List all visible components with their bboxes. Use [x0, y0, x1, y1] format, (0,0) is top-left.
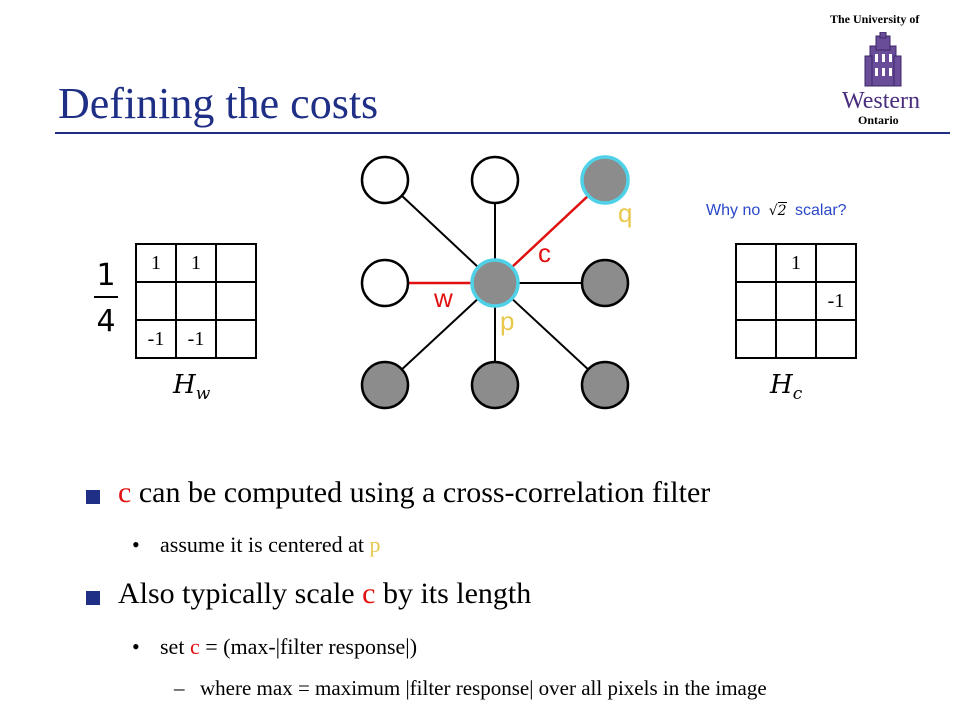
graph-edge	[384, 179, 496, 284]
matrix-cell: -1	[816, 282, 856, 320]
bullet-dot-icon: •	[132, 532, 140, 557]
graph-node-empty	[360, 155, 410, 205]
bullet-1-c: c	[118, 476, 132, 509]
fraction-numerator: 1	[96, 258, 116, 293]
hw-label: Hw	[173, 370, 210, 404]
matrix-cell	[216, 320, 256, 358]
hc-label-main: H	[770, 370, 793, 400]
bullet-1-text: can be computed using a cross-correlatio…	[131, 476, 711, 509]
matrix-cell: -1	[136, 320, 176, 358]
sqrt-symbol: √2	[768, 202, 787, 219]
sqrt-value: 2	[777, 202, 787, 219]
edge-c-highlight	[494, 179, 606, 284]
graph-node-empty	[470, 155, 520, 205]
bullet-3-c: c	[362, 577, 376, 610]
graph-edge	[494, 282, 606, 386]
university-name: Western	[842, 88, 921, 114]
bullet-square-icon	[86, 591, 100, 605]
pixel-neighborhood-graph	[360, 155, 630, 410]
matrix-cell	[736, 282, 776, 320]
graph-node-p	[470, 258, 520, 308]
question-suffix: scalar?	[795, 202, 847, 219]
hw-label-sub: w	[195, 384, 211, 405]
label-q: q	[618, 198, 633, 228]
bullet-4-c: c	[189, 634, 200, 659]
graph-node-filled	[580, 360, 630, 410]
sqrt-question: Why no √2 scalar?	[706, 202, 847, 220]
hw-filter-matrix: 1 1 -1 -1	[135, 243, 257, 359]
university-top-text: The University of	[830, 12, 920, 26]
bullet-dot-icon: •	[132, 634, 140, 659]
university-tower-logo-icon	[864, 32, 902, 87]
matrix-cell: -1	[176, 320, 216, 358]
matrix-cell	[216, 244, 256, 282]
label-w: w	[434, 283, 453, 313]
graph-node-filled	[580, 258, 630, 308]
bullet-dash: –	[174, 676, 185, 700]
matrix-cell	[216, 282, 256, 320]
fraction-bar	[94, 296, 118, 298]
hw-label-main: H	[173, 370, 196, 400]
matrix-cell	[736, 320, 776, 358]
bullet-3-text: Also typically scale	[118, 577, 363, 610]
matrix-cell	[776, 320, 816, 358]
hc-filter-matrix: 1 -1	[735, 243, 857, 359]
bullet-5: where max = maximum |filter response| ov…	[200, 676, 767, 700]
matrix-cell	[776, 282, 816, 320]
matrix-cell	[136, 282, 176, 320]
matrix-cell: 1	[136, 244, 176, 282]
label-p: p	[500, 306, 515, 336]
bullet-1: c can be computed using a cross-correlat…	[118, 476, 710, 510]
bullet-2: assume it is centered at p	[160, 532, 381, 558]
hc-label: Hc	[770, 370, 802, 404]
bullet-2-p: p	[369, 532, 381, 557]
university-region: Ontario	[858, 113, 899, 127]
bullet-square-icon	[86, 490, 100, 504]
label-c: c	[538, 238, 551, 268]
matrix-cell	[176, 282, 216, 320]
hc-label-sub: c	[792, 384, 803, 405]
matrix-cell	[816, 320, 856, 358]
bullet-4: set c = (max-|filter response|)	[160, 634, 417, 660]
bullet-3-text2: by its length	[375, 577, 532, 610]
matrix-cell	[816, 244, 856, 282]
graph-node-empty	[360, 258, 410, 308]
bullet-4-text2: = (max-|filter response|)	[199, 634, 418, 659]
fraction-denominator: 4	[96, 304, 116, 339]
question-prefix: Why no	[706, 202, 761, 219]
page-title: Defining the costs	[58, 79, 379, 128]
title-underline	[55, 132, 950, 134]
graph-node-q	[580, 155, 630, 205]
graph-node-filled	[470, 360, 520, 410]
matrix-cell	[736, 244, 776, 282]
matrix-cell: 1	[176, 244, 216, 282]
graph-node-filled	[360, 360, 410, 410]
bullet-4-text: set	[160, 634, 190, 659]
bullet-3: Also typically scale c by its length	[118, 577, 531, 611]
graph-edge	[384, 282, 496, 386]
bullet-2-text: assume it is centered at	[160, 532, 370, 557]
matrix-cell: 1	[776, 244, 816, 282]
